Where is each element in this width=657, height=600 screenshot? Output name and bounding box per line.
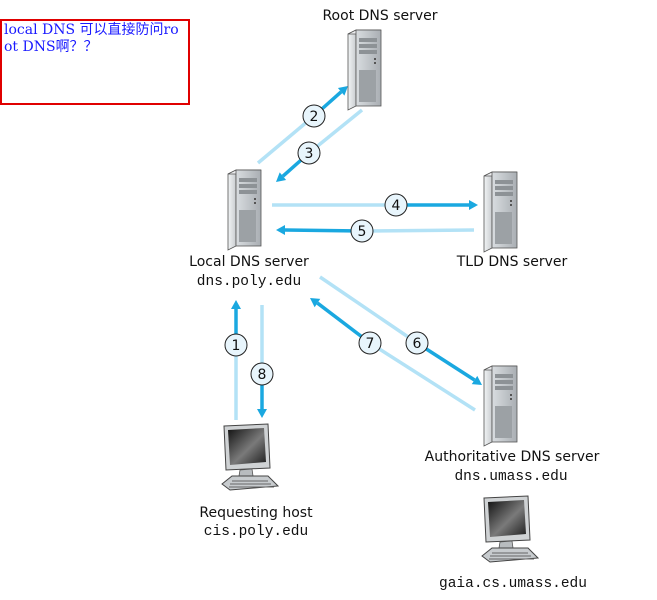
step-badge-4: [384, 193, 408, 217]
arrowhead-step-5: [276, 225, 285, 235]
requesting-host-computer-icon: [221, 423, 279, 491]
authoritative-dns-server-icon: [483, 365, 518, 447]
arrow-body-step-5: [284, 228, 363, 233]
authoritative-dns-server-hostname: dns.umass.edu: [454, 469, 568, 485]
arrowhead-step-8: [257, 409, 267, 418]
arrowhead-step-4: [469, 200, 478, 210]
local-dns-server-label: Local DNS server: [189, 254, 309, 270]
target-host-computer-icon: [481, 495, 539, 563]
step-number-5: 5: [358, 224, 367, 240]
arrowhead-step-3: [276, 172, 287, 182]
root-dns-server-icon: [347, 29, 382, 111]
step-badge-8: [250, 362, 274, 386]
authoritative-dns-server-label: Authoritative DNS server: [424, 449, 600, 465]
arrowhead-step-2: [337, 86, 348, 96]
step-badge-6: [405, 331, 429, 355]
step-badge-5: [350, 219, 374, 243]
step-badges-layer: 1 2 3 4 5 6 7 8: [224, 104, 429, 386]
requesting-host-label: Requesting host: [199, 505, 313, 521]
step-number-6: 6: [413, 336, 422, 352]
arrowhead-step-7: [310, 298, 321, 308]
arrowhead-step-1: [231, 300, 241, 309]
tld-dns-server-icon: [483, 171, 518, 253]
step-number-3: 3: [305, 146, 314, 162]
arrow-tail-step-7: [369, 341, 476, 412]
annotation-note: local DNS 可以直接防问root DNS啊？？: [0, 19, 190, 105]
requesting-host-hostname: cis.poly.edu: [203, 524, 309, 540]
arrowhead-step-6: [471, 375, 482, 385]
step-badge-7: [358, 331, 382, 355]
arrow-tail-step-6: [319, 275, 418, 345]
step-number-1: 1: [232, 338, 241, 354]
step-number-7: 7: [366, 336, 375, 352]
root-dns-server-label: Root DNS server: [322, 8, 438, 24]
step-badge-2: [302, 104, 326, 128]
local-dns-server-icon: [227, 169, 262, 251]
step-badge-3: [297, 141, 321, 165]
arrow-tail-step-5: [361, 228, 475, 233]
arrow-tail-step-2: [256, 114, 316, 165]
target-host-hostname: gaia.cs.umass.edu: [439, 576, 587, 592]
step-number-2: 2: [310, 109, 319, 125]
local-dns-server-hostname: dns.poly.edu: [196, 274, 302, 290]
tld-dns-server-label: TLD DNS server: [456, 254, 568, 270]
step-number-4: 4: [392, 198, 401, 214]
step-badge-1: [224, 333, 248, 357]
step-number-8: 8: [258, 367, 267, 383]
